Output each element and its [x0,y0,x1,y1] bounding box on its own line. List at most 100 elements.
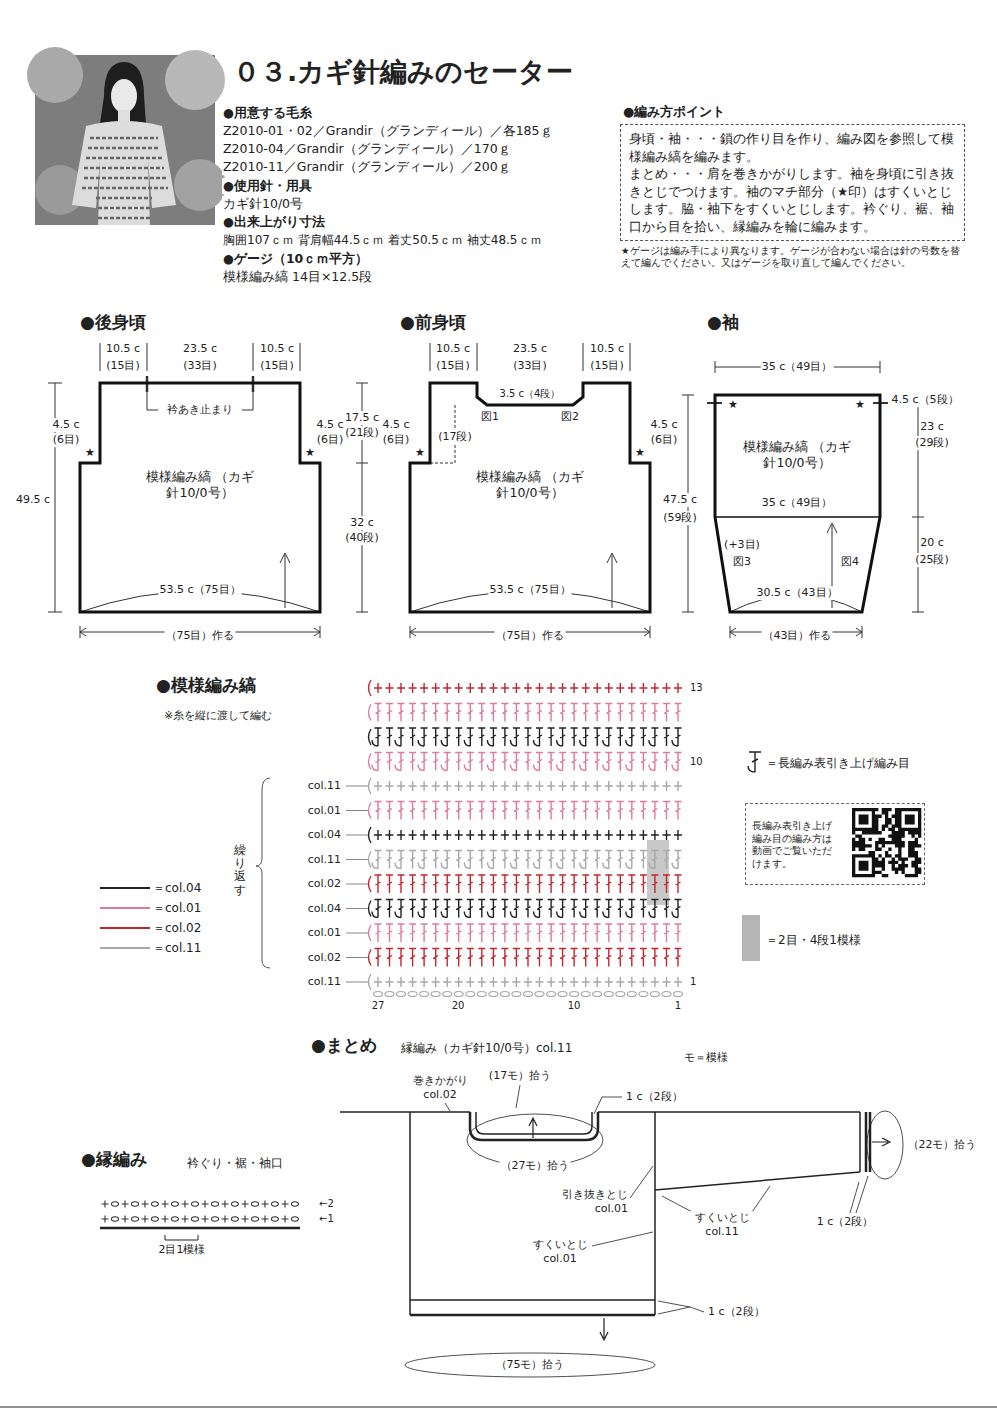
chain-stitch [593,992,602,997]
page-rule [0,1407,997,1408]
finishing-label: モ＝模様 [683,1051,729,1065]
sleeve-dimension: (29段) [914,436,950,450]
chart-label: 27 [371,1000,386,1013]
back-dimension: （75目）作る [165,629,236,643]
front-dimension: 53.5 c（75目） [488,583,571,597]
spec-text: ●ゲージ（10ｃｍ平方） [222,251,369,267]
dimension-lines [280,553,290,608]
chain-stitch [477,992,486,997]
finishing-diagram [410,1299,655,1301]
section-heading: ●袖 [707,312,739,333]
front-dimension: ★ [634,446,646,460]
spec-text: ●出来上がり寸法 [222,214,326,230]
chart-stitch-row [369,778,683,794]
piece-outline [410,383,650,612]
finishing-diagram [867,1111,903,1179]
piece-text: 長編み表引き上げ編み目の編み方は動画でご覧いただけます。 [752,820,834,870]
finishing-diagram [410,1314,655,1317]
front-dimension: (40段) [344,531,380,545]
sleeve-dimension: 20 c [919,536,945,550]
legend-line [100,927,150,929]
piece-outline [80,383,320,612]
finishing-diagram [658,1301,704,1314]
row-leader [346,835,368,836]
back-dimension: ★ [84,446,96,460]
back-dimension: ★ [304,446,316,460]
chain-stitch [581,992,590,997]
finishing-diagram [630,1166,653,1198]
chart-label: 1 [689,976,697,989]
finishing-label: (17モ）拾う [488,1069,552,1083]
chain-stitch [397,992,406,997]
legend-line [100,907,150,909]
chart-stitch-row [369,827,683,843]
finishing-label: 1 c（2段） [625,1090,684,1104]
vertical-note: 繰り返す [233,844,247,897]
edging-label: ←1 [318,1213,335,1226]
back-dimension: (15目) [259,359,295,373]
chain-stitch [616,992,625,997]
chart-stitch-row [369,924,682,942]
chain-stitch [374,992,383,997]
dimension-lines [715,361,880,373]
finishing-label: （22モ）拾う [907,1138,978,1152]
sleeve-dimension: (25段) [914,553,950,567]
model-photo [27,47,83,103]
edging-label: 衿ぐり・裾・袖口 [186,1156,284,1171]
chart-decor [647,840,669,905]
edging-label: 2目1模様 [158,1243,207,1257]
edging-chart [100,1228,300,1240]
finishing-diagram [850,1176,868,1213]
chart-stitch-row [369,974,683,990]
front-dimension: (33目) [512,359,548,373]
legend-line [100,947,150,949]
finishing-diagram [340,1085,903,1377]
sleeve-dimension: 30.5 c（43目） [755,586,838,600]
finishing-diagram [340,1111,860,1113]
finishing-diagram [594,1097,622,1114]
finishing-diagram [410,1112,655,1315]
chain-stitch [385,992,394,997]
row-leader [346,957,368,958]
front-dimension: (15目) [589,359,625,373]
spec-text: Z2010-11／Grandir（グランディール）／200ｇ [222,159,512,175]
chart-label: 13 [689,682,704,695]
chart-stitch-row [369,851,682,869]
chart-stitch-row [369,875,682,893]
chain-stitch [604,992,613,997]
chart-label: col.01 [307,926,342,940]
spec-text: 模様編み縞 14目×12.5段 [222,269,373,285]
front-dimension: 32 c [349,516,375,530]
instruction-box: ●編み方ポイント身頃・袖・・・鎖の作り目を作り、編み図を参照して模様編み縞を編み… [620,124,965,241]
model-photo [174,159,226,211]
front-dimension: (21段) [344,426,380,440]
sleeve-dimension: 35 c（49目） [761,496,834,510]
chain-stitch [454,992,463,997]
chain-stitch [431,992,440,997]
back-dimension: 4.5 c [51,418,80,432]
sleeve-dimension: 図4 [840,555,860,569]
finishing-diagram [600,1318,608,1340]
model-photo [82,138,168,218]
garment-piece: ●前身頃模様編み縞 （カギ針10/0号） [410,383,650,612]
back-dimension: (6目) [316,433,345,447]
finishing-diagram [662,1186,770,1213]
finishing-diagram [470,1112,598,1140]
finishing-label: 1 c（2段） [816,1215,875,1229]
sleeve-dimension: ★ [727,398,739,412]
finishing-label: 巻きかがり col.02 [408,1074,472,1102]
chain-stitch [500,992,509,997]
chain-stitch [535,992,544,997]
back-dimension: 10.5 c [105,342,141,356]
chain-stitch [570,992,579,997]
sleeve-dimension: 35 c（49目） [761,360,834,374]
model-photo [27,47,226,225]
chain-stitch [524,992,533,997]
finishing-label: ●まとめ [310,1035,378,1056]
chart-label: ＝長編み表引き上げ編み目 [765,756,911,771]
finishing-diagram [592,1232,653,1246]
chart-label: 1 [674,1000,682,1013]
front-dimension: 図2 [560,410,580,424]
edging-stitch-row [102,1216,299,1223]
